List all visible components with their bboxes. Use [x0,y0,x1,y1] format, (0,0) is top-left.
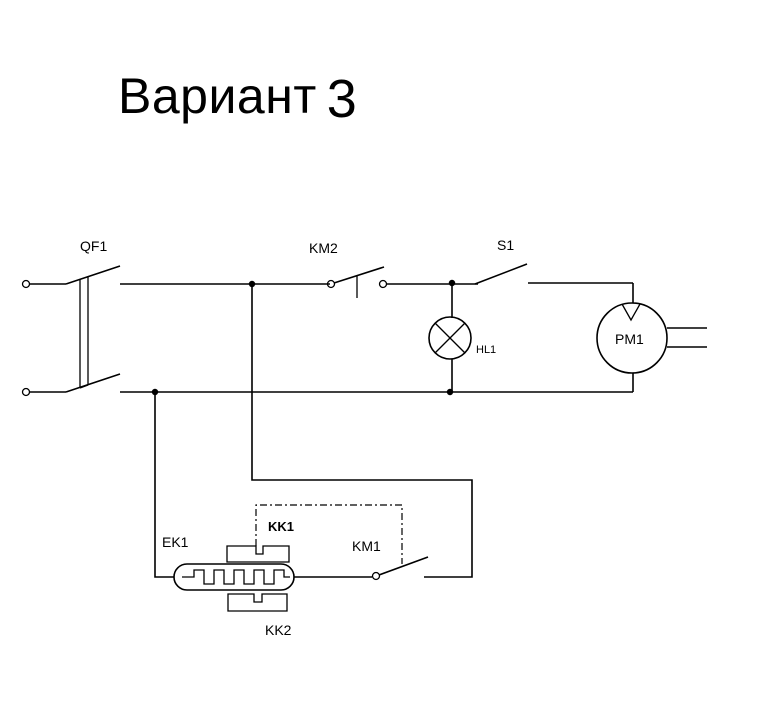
switch-s1 [474,263,528,285]
lamp-hl1 [428,316,472,360]
mechanical-link [255,504,403,564]
heater-ek1 [173,563,295,591]
title-number: 3 [326,69,358,129]
thermal-contact-kk1 [226,545,290,563]
label-km2: KM2 [309,240,338,256]
title-text: Вариант [118,68,317,124]
label-s1: S1 [497,237,514,253]
label-pm1: PM1 [615,331,644,347]
breaker-qf1 [65,265,121,393]
junction-bottom-right [446,388,454,396]
input-terminal-bottom [21,387,31,397]
input-terminal-top [21,279,31,289]
label-kk1: KK1 [268,519,294,534]
wire-heater-feed [251,284,473,578]
contact-km1 [371,556,429,581]
thermal-contact-kk2 [227,593,288,612]
label-ek1: EK1 [162,534,189,550]
label-qf1: QF1 [80,238,107,254]
label-kk2: KK2 [265,622,292,638]
label-km1: KM1 [352,538,381,554]
wire-heater-return [154,392,174,578]
motor-pm1 [596,302,707,374]
contact-km2 [326,266,388,298]
label-hl1: HL1 [476,344,496,356]
